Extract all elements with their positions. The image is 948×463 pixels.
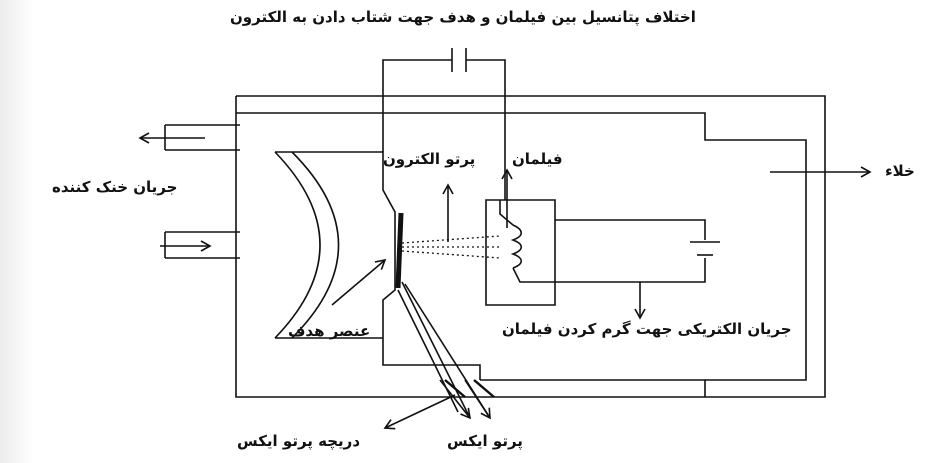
tube-inner-wall [236,112,807,381]
xray-arrow-right [464,379,491,420]
heating-current-label: جریان الکتریکی جهت گرم کردن فیلمان [502,320,792,338]
target-element [395,212,404,289]
coolant-cup-outer [274,151,321,339]
coolant-cup-inner [291,151,340,339]
filament-coil [499,200,555,283]
voltage-circuit [382,59,506,200]
xray-window-arrow [383,394,456,430]
xray-label: پرتو ایکس [447,432,523,450]
electron-beam-label: پرتو الکترون [383,150,476,168]
coolant-channel-lower [164,231,240,259]
anode-block [292,151,481,380]
vacuum-label: خلاء [885,162,915,180]
heating-circuit [555,219,706,283]
electron-beam [401,235,501,259]
filament-label: فیلمان [512,150,563,168]
xray-window [444,379,495,398]
xray-window-label: دریچه پرتو ایکس [237,432,361,450]
voltage-label: اختلاف پتانسیل بین فیلمان و هدف جهت شتاب… [230,8,696,26]
tube-bottom-step [480,379,706,397]
target-label: عنصر هدف [288,322,371,340]
filament-housing [485,199,556,306]
coolant-label: جریان خنک کننده [52,178,178,196]
xray-arrow-left [439,379,472,420]
coolant-cup-caps [275,151,292,339]
tube-outer-wall [235,95,826,398]
left-edge-shadow [0,0,34,463]
target-arrow [331,258,387,306]
